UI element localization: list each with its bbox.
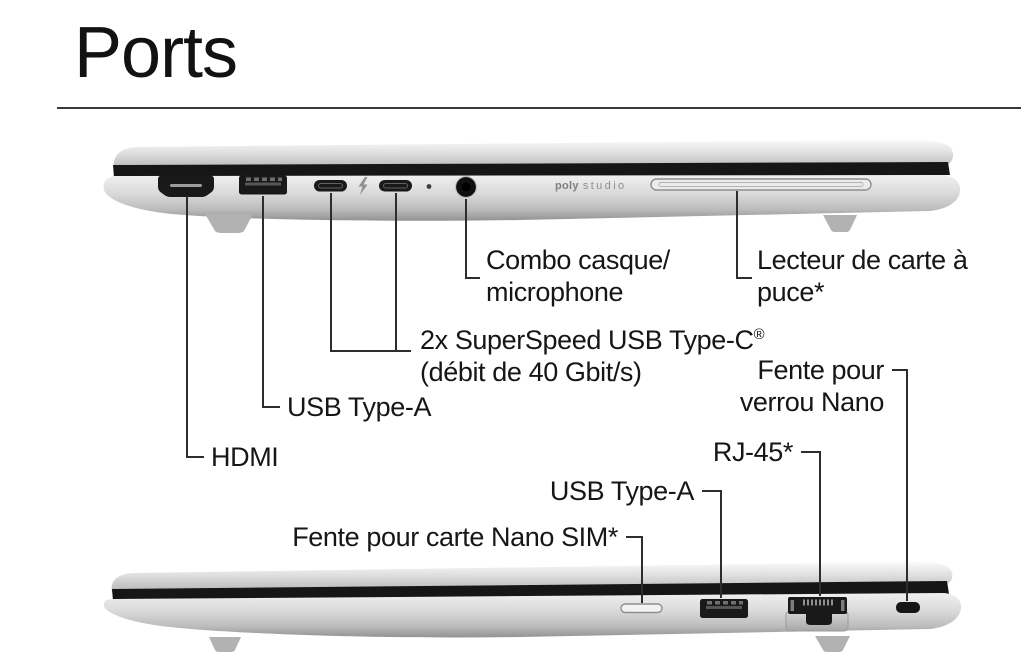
bottom-laptop-hinge-gap <box>112 581 949 601</box>
smartcard-leader-line <box>736 191 752 279</box>
label-usb-a-bottom: USB Type-A <box>549 476 694 506</box>
thunderbolt-icon <box>358 177 368 195</box>
label-combo-jack: Combo casque/ microphone <box>486 244 670 308</box>
smartcard-slot <box>650 178 872 191</box>
registered-mark: ® <box>753 327 765 343</box>
label-nano-sim: Fente pour carte Nano SIM* <box>292 522 618 552</box>
label-smartcard: Lecteur de carte à puce* <box>757 244 968 308</box>
usbc-port-1 <box>314 180 347 192</box>
rj45-latch-left <box>790 600 794 611</box>
audio-jack-hole <box>461 182 471 192</box>
label-nano-lock-line1: Fente pour <box>757 355 884 385</box>
label-combo-jack-line1: Combo casque/ <box>486 245 670 275</box>
nano-lock-leader-line <box>892 369 908 601</box>
poly-logo-bold: poly <box>555 180 579 192</box>
bottom-laptop-foot-right <box>815 636 850 652</box>
title-divider <box>57 107 1021 109</box>
top-laptop-left-side-view <box>103 139 961 233</box>
nano-sim-leader-line <box>626 536 643 603</box>
usbc-port-1-slot <box>318 183 343 189</box>
label-smartcard-line1: Lecteur de carte à <box>757 245 968 275</box>
label-nano-lock-line2: verrou Nano <box>739 387 885 417</box>
top-laptop-foot-left <box>205 214 253 233</box>
label-usb-c: 2x SuperSpeed USB Type-C® (débit de 40 G… <box>420 319 765 388</box>
label-combo-jack-line2: microphone <box>486 277 624 307</box>
usbc-port-2 <box>379 180 412 192</box>
bottom-laptop-foot-left <box>209 637 241 652</box>
hdmi-leader-line <box>186 196 204 458</box>
usb-a-bottom-leader-line <box>702 490 722 598</box>
bottom-laptop-right-side-view <box>103 561 962 652</box>
rj45-opening <box>788 597 847 614</box>
top-laptop-hinge-gap <box>113 162 950 178</box>
rj45-latch-right <box>841 600 845 611</box>
audio-jack-leader-line <box>465 199 480 279</box>
smartcard-slot-inner <box>658 182 864 187</box>
nano-sim-slot <box>620 603 663 614</box>
label-hdmi: HDMI <box>211 442 279 472</box>
hdmi-port-slot <box>170 184 202 187</box>
label-usb-a-top: USB Type-A <box>287 392 432 422</box>
usb-a-top-leader-line <box>262 196 280 408</box>
rj45-pins <box>803 599 833 606</box>
microphone-hole <box>426 184 432 189</box>
label-smartcard-line2: puce* <box>757 277 825 307</box>
usbc-port-2-slot <box>383 183 408 189</box>
usb-a-port-top-contacts <box>245 177 282 186</box>
label-usb-c-line1: 2x SuperSpeed USB Type-C® <box>420 325 765 355</box>
rj45-port <box>785 597 849 632</box>
usb-c-leader-line <box>330 193 411 352</box>
label-rj45: RJ-45* <box>712 437 794 467</box>
rj45-notch <box>806 613 832 625</box>
page-title: Ports <box>74 13 238 93</box>
usb-a-port-bottom-contacts <box>706 601 743 609</box>
poly-logo-light: studio <box>582 180 627 192</box>
label-nano-lock: Fente pour verrou Nano <box>739 354 885 418</box>
nano-lock-slot <box>896 602 920 613</box>
top-laptop-foot-right <box>823 215 857 232</box>
rj45-leader-line <box>801 451 821 596</box>
leader-lines <box>186 191 908 603</box>
label-usb-c-line2: (débit de 40 Gbit/s) <box>420 357 642 387</box>
